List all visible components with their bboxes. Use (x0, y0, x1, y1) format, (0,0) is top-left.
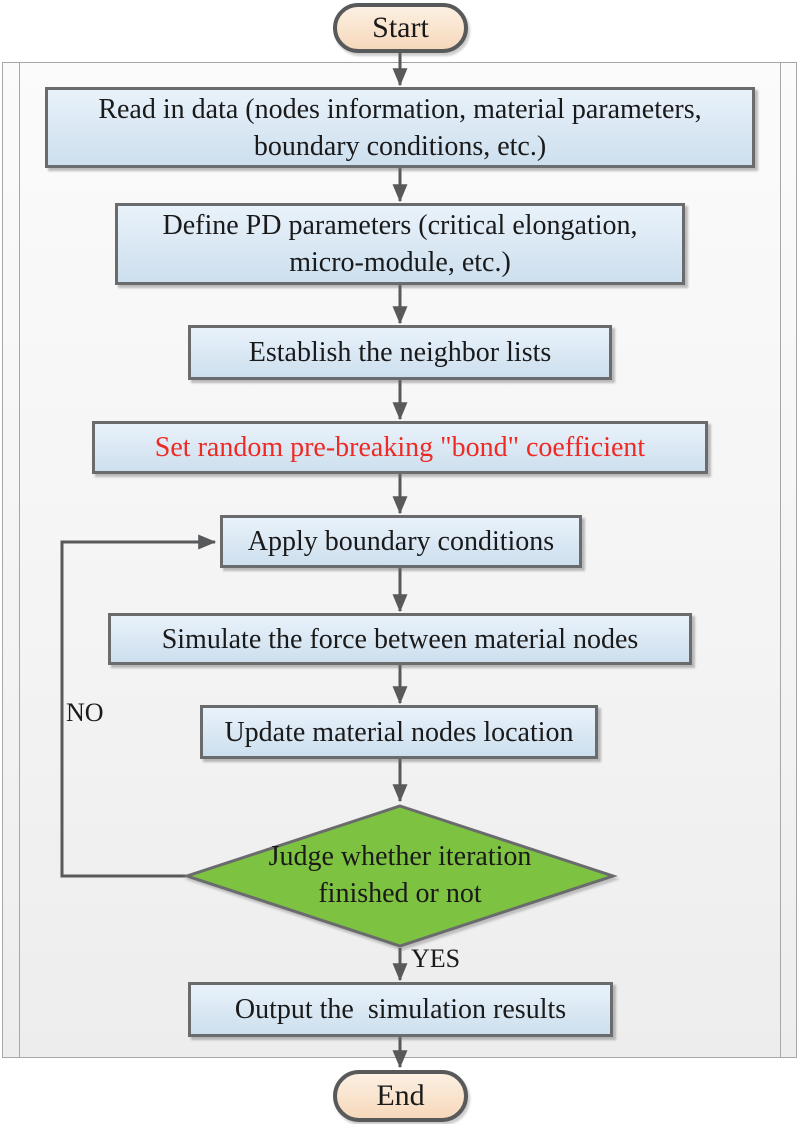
decision-text-line: Judge whether iteration (268, 841, 532, 872)
diagram-frame-inner (19, 62, 781, 1058)
decision-text: Judge whether iteration finished or not (240, 838, 560, 912)
decision-diamond (182, 804, 618, 948)
start-label: Start (372, 11, 429, 44)
step-text-line: micro-module, etc.) (289, 247, 511, 278)
step-establish-neighbor-lists: Establish the neighbor lists (188, 325, 612, 380)
step-text-line: Simulate the force between material node… (161, 623, 639, 655)
step-define-pd-parameters: Define PD parameters (critical elongatio… (115, 203, 685, 285)
step-text-line: Apply boundary conditions (247, 526, 555, 557)
step-output-results: Output the simulation results (188, 982, 613, 1037)
connector-group (60, 52, 408, 1069)
step-text-line: Read in data (nodes information, materia… (98, 93, 702, 125)
step-update-node-locations: Update material nodes location (200, 705, 598, 759)
step-text-line: Define PD parameters (critical elongatio… (162, 210, 638, 241)
start-terminator: Start (333, 3, 468, 53)
end-label: End (376, 1079, 425, 1112)
step-text-line: Set random pre-breaking "bond" coefficie… (154, 432, 646, 463)
step-set-random-prebreaking-bond: Set random pre-breaking "bond" coefficie… (92, 421, 708, 474)
step-text-line: Establish the neighbor lists (248, 337, 552, 368)
step-apply-boundary-conditions: Apply boundary conditions (220, 515, 582, 568)
decision-text-line: finished or not (318, 878, 482, 909)
edge-label-yes: YES (411, 944, 461, 973)
step-read-data: Read in data (nodes information, materia… (45, 87, 755, 168)
edge-label-no: NO (66, 698, 104, 727)
step-text-line: Output the simulation results (234, 994, 567, 1025)
step-simulate-force-between-nodes: Simulate the force between material node… (108, 613, 692, 665)
end-terminator: End (333, 1070, 468, 1122)
arrow-decision-no-loop (60, 534, 217, 878)
step-text-line: boundary conditions, etc.) (253, 130, 547, 162)
step-text-line: Update material nodes location (224, 716, 574, 748)
